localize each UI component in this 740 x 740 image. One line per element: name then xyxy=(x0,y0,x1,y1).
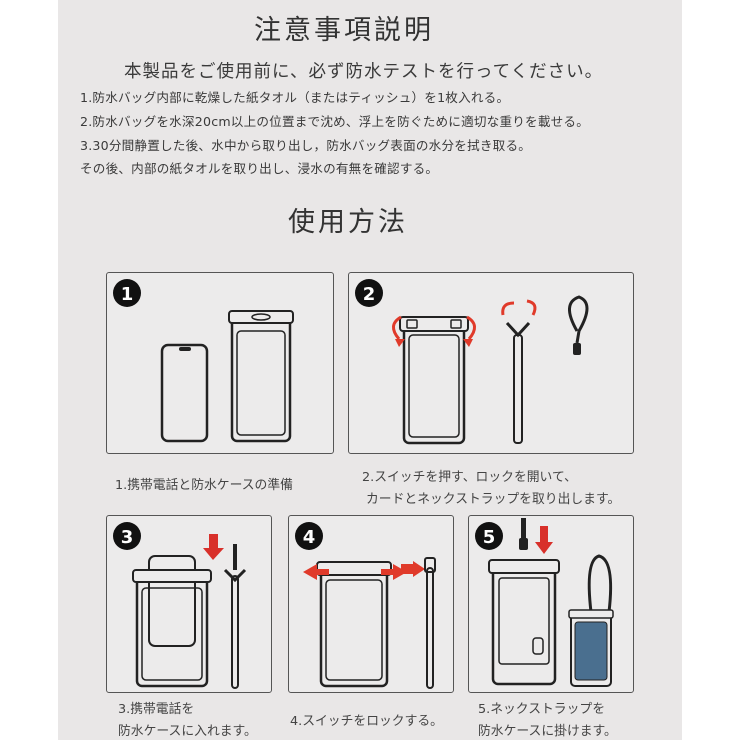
step-3-caption-line-1: 3.携帯電話を xyxy=(118,702,195,717)
notice-line-2: 2.防水バッグを水深20cm以上の位置まで沈め、浮上を防ぐために適切な重りを載せ… xyxy=(80,114,590,129)
step-5-attach-strap-icon: 5 xyxy=(475,518,614,687)
notice-line-3: 3.30分間静置した後、水中から取り出し，防水バッグ表面の水分を拭き取る。 xyxy=(80,138,532,153)
step-2-illustration: 2 xyxy=(348,272,634,454)
step-4-badge-icon xyxy=(295,522,323,550)
notice-intro: 本製品をご使用前に、必ず防水テストを行ってください。 xyxy=(124,62,604,82)
step-4-illustration: 4 xyxy=(288,515,454,693)
notice-line-4: その後、内部の紙タオルを取り出し、浸水の有無を確認する。 xyxy=(80,161,439,176)
step-3-caption-line-2: 防水ケースに入れます。 xyxy=(118,724,257,739)
step-5-caption-line-2: 防水ケースに掛けます。 xyxy=(478,724,617,739)
step-5-caption-line-1: 5.ネックストラップを xyxy=(478,702,605,717)
step-5-number: 5 xyxy=(483,527,496,548)
step-2-caption-line-1: 2.スイッチを押す、ロックを開いて、 xyxy=(362,470,577,485)
step-4-number: 4 xyxy=(303,527,316,548)
step-5-illustration: 5 xyxy=(468,515,634,693)
step-1-number: 1 xyxy=(121,284,134,305)
step-1-phone-and-case-icon: 1 xyxy=(113,279,294,443)
notice-title: 注意事項説明 xyxy=(254,15,434,46)
step-1-caption: 1.携帯電話と防水ケースの準備 xyxy=(115,478,293,493)
step-2-caption-line-2: カードとネックストラップを取り出します。 xyxy=(366,492,621,507)
step-4-caption: 4.スイッチをロックする。 xyxy=(290,714,443,729)
step-2-open-lock-icon: 2 xyxy=(355,279,589,445)
step-2-badge-icon xyxy=(355,279,383,307)
step-1-illustration: 1 xyxy=(106,272,334,454)
step-3-illustration: 3 xyxy=(106,515,272,693)
notice-line-1: 1.防水バッグ内部に乾燥した紙タオル（またはティッシュ）を1枚入れる。 xyxy=(80,90,510,105)
step-1-badge-icon xyxy=(113,279,141,307)
step-2-number: 2 xyxy=(363,284,376,305)
usage-title: 使用方法 xyxy=(288,207,408,238)
step-3-badge-icon xyxy=(113,522,141,550)
step-4-lock-switch-icon: 4 xyxy=(295,522,436,689)
step-3-insert-phone-icon: 3 xyxy=(113,522,247,689)
step-3-number: 3 xyxy=(121,527,134,548)
step-5-badge-icon xyxy=(475,522,503,550)
